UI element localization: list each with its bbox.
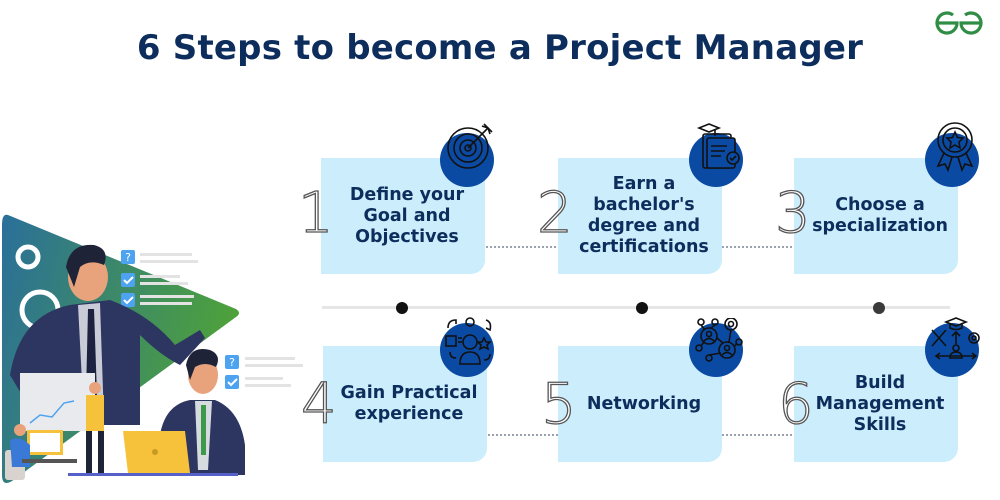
connector-line: [488, 434, 558, 436]
step-label-line: bachelor's: [593, 195, 695, 215]
svg-text:?: ?: [125, 251, 131, 264]
step-number: 1: [297, 181, 334, 246]
connector-line: [722, 434, 792, 436]
step-label-line: experience: [354, 404, 464, 424]
step-label-line: Skills: [853, 414, 907, 435]
experience-person-icon: [445, 317, 492, 365]
connector-line: [722, 246, 792, 248]
timeline-dot: [636, 302, 648, 314]
page-title: 6 Steps to become a Project Manager: [136, 28, 864, 68]
step-label-line: certifications: [579, 237, 709, 257]
timeline-dot: [396, 302, 408, 314]
step-label-line: Goal and: [363, 205, 451, 226]
geeksforgeeks-logo-icon: [935, 11, 983, 35]
degree-certificate-icon: [696, 123, 740, 169]
timeline-dot: [873, 302, 885, 314]
step-label-line: Objectives: [355, 226, 459, 247]
step-number: 3: [774, 181, 811, 246]
step-label-line: Management: [815, 393, 945, 414]
svg-text:?: ?: [229, 356, 235, 369]
step-number: 6: [777, 372, 814, 437]
connector-line: [486, 246, 556, 248]
step-label-line: Networking: [586, 393, 702, 414]
checklist-icon: ? ?: [121, 250, 303, 389]
step-label-line: Earn a: [612, 174, 676, 194]
project-team-illustration: ? ?: [2, 214, 303, 483]
step-label-line: specialization: [812, 216, 948, 236]
step-number: 2: [536, 181, 573, 246]
network-people-icon: [695, 318, 743, 362]
step-label-line: degree and: [587, 216, 701, 236]
step-label-line: Gain Practical: [340, 383, 478, 403]
step-label-line: Choose a: [835, 195, 925, 215]
target-arrow-icon: [447, 123, 493, 169]
step-label-line: Define your: [349, 184, 465, 205]
management-skills-icon: [931, 317, 980, 360]
step-number: 5: [540, 372, 577, 437]
step-number: 4: [300, 372, 337, 437]
step-label-line: Build: [854, 372, 906, 393]
award-medal-icon: [936, 122, 974, 172]
icon-badge: [440, 323, 494, 377]
